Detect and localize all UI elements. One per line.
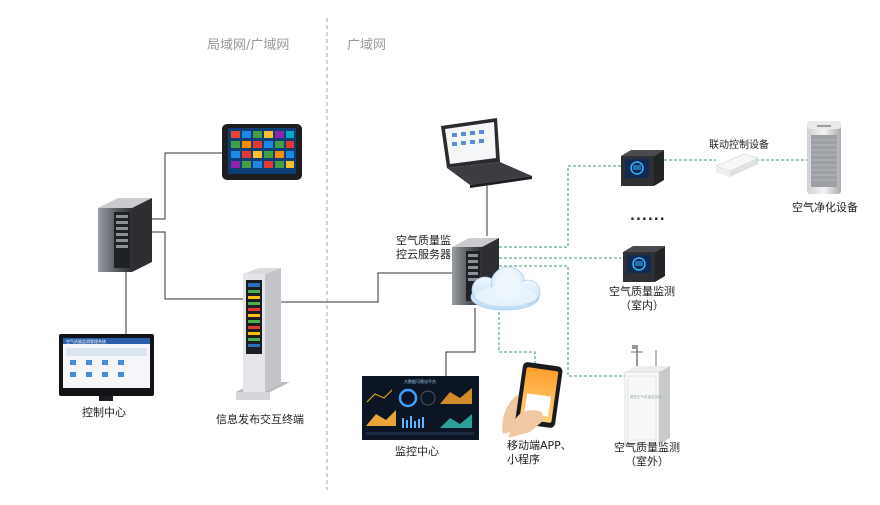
outdoor-cabinet-text: 微型空气质量监测站	[630, 394, 662, 399]
control-center-label: 控制中心	[82, 406, 126, 419]
tablet-icon	[222, 124, 302, 180]
linkage-device-label: 联动控制设备	[709, 140, 769, 151]
monitor-center-label: 监控中心	[395, 445, 439, 458]
air-purifier-icon	[807, 121, 841, 194]
cloud-server-label-line2: 控云服务器	[396, 248, 451, 261]
zone-label-lan-wan: 局域网/广域网	[207, 38, 290, 53]
zone-label-wan: 广域网	[347, 38, 387, 53]
outdoor-monitor-station-icon: 微型空气质量监测站	[624, 345, 670, 445]
air-purifier-label: 空气净化设备	[792, 201, 858, 214]
cloud-server-label-line1: 空气质量监	[396, 234, 451, 247]
linkage-control-device-icon	[715, 153, 759, 177]
mobile-label-line1: 移动端APP、	[507, 439, 572, 452]
link-cloud-to-outdoor-monitor	[499, 265, 625, 377]
indoor-monitor-icon	[623, 246, 665, 282]
control-center-screen-title: 空气质量监测管理系统	[66, 338, 106, 344]
control-center-monitor-icon: 空气质量监测管理系统	[59, 334, 154, 401]
link-server-to-tablet	[149, 152, 222, 220]
indoor-monitor-label-line2: （室内）	[620, 299, 664, 312]
indoor-monitor-top-icon	[621, 150, 664, 186]
link-kiosk-to-cloud-server	[281, 272, 455, 303]
indoor-monitor-label-line1: 空气质量监测	[609, 285, 675, 298]
lan-server-icon	[98, 198, 152, 272]
cloud-icon	[470, 266, 541, 311]
mobile-phone-icon	[502, 362, 563, 438]
monitor-center-screen-icon: 大数据可视化平台	[362, 376, 479, 440]
wired-links	[125, 152, 488, 376]
info-terminal-label: 信息发布交互终端	[216, 413, 304, 426]
link-cloud-to-indoor-top	[499, 165, 621, 248]
link-cloud-to-monitor-center	[445, 308, 476, 376]
mobile-label-line2: 小程序	[507, 453, 540, 466]
outdoor-monitor-label-line2: （室外）	[625, 455, 669, 468]
big-screen-title: 大数据可视化平台	[404, 378, 436, 384]
wireless-links	[498, 159, 807, 377]
link-server-to-kiosk	[149, 231, 243, 300]
info-terminal-kiosk-icon	[236, 268, 290, 400]
link-cloud-to-mobile	[498, 302, 536, 368]
more-monitors-ellipsis: ......	[630, 209, 666, 224]
outdoor-monitor-label-line1: 空气质量监测	[614, 441, 680, 454]
laptop-icon	[441, 118, 532, 188]
